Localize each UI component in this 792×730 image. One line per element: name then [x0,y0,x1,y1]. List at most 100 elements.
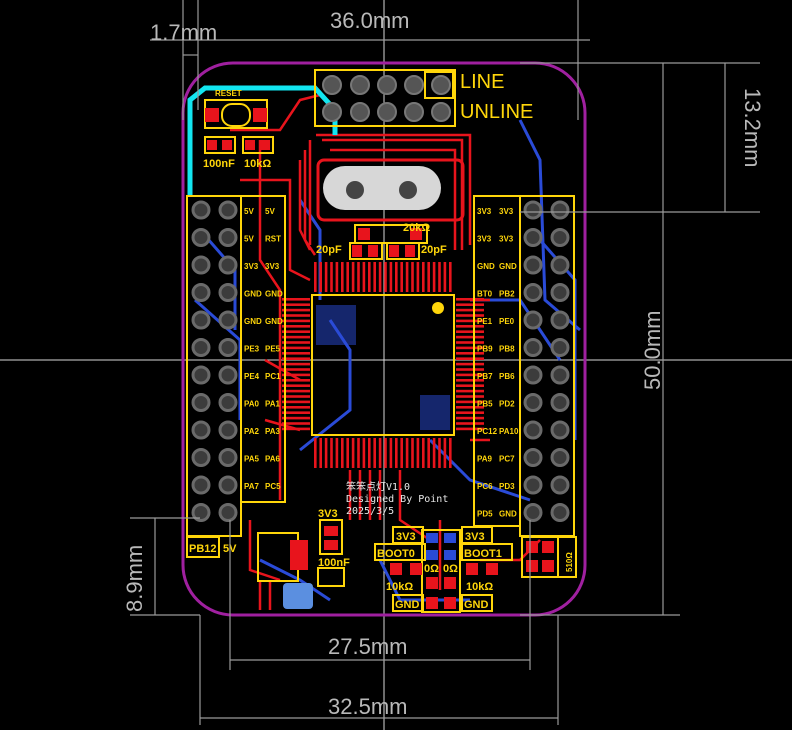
mcu-pin [282,427,310,431]
mcu-pin [351,262,355,292]
header-hole [523,338,543,357]
header-hole [191,228,211,247]
bottom-copper-pad [316,305,356,345]
mcu-pin [351,438,355,468]
header-hole [550,503,570,522]
reset-button [204,99,268,129]
header-pin-label: GND [499,262,517,271]
mcu-pin [282,400,310,404]
header-hole [550,310,570,330]
mcu-pin [416,262,420,292]
header-hole [218,338,238,357]
mcu-pin [389,438,393,468]
header-hole [550,200,570,220]
cap-100nf-label: 100nF [203,158,235,170]
header-hole [218,228,238,247]
right-header: 3V33V3GNDBT0PE1PB9PB7PB5PC12PA9PC6PD53V3… [473,195,575,537]
dim-width-bottom: 32.5mm [328,694,407,719]
header-pin-label: PA3 [265,427,281,436]
header-hole [191,310,211,330]
mcu-pin [456,314,484,317]
mcu-pin [319,438,322,468]
header-hole [523,310,543,330]
mcu-pin [456,400,484,404]
header-pin-label: PA6 [265,455,281,464]
mcu-pin [282,416,310,420]
mcu-pin [282,357,310,360]
header-hole [523,448,543,467]
mcu-pin [378,438,382,468]
header-pin-label: PB9 [477,345,493,354]
mcu-pin [395,438,398,468]
header-pin-label: PE3 [244,345,260,354]
mcu-pin [282,335,310,339]
header-hole [218,310,238,330]
cap-20pf-left-label: 20pF [316,244,342,256]
res-510-label: 510Ω [565,552,574,572]
header-hole [550,365,570,385]
mcu-pin [456,341,484,344]
mcu-pin [282,298,310,301]
mcu-pin [422,262,425,292]
mcu-pin [362,262,366,292]
cap-20pf-right-label: 20pF [421,244,447,256]
mcu-pin [330,438,333,468]
mcu-pin [368,438,371,468]
board-outline [181,61,587,617]
pb12-label: PB12 [189,543,217,555]
header-hole [523,200,543,220]
mcu-pin [456,298,484,301]
mcu-chip [282,262,484,468]
header-pin-label: PA0 [244,400,260,409]
header-pin-label: PA9 [477,455,493,464]
mcu-pin [405,438,409,468]
mcu-pin [456,389,484,393]
header-pin-label: PA1 [265,400,281,409]
header-pin-label: PC7 [499,455,515,464]
header-pin-label: GND [244,290,262,299]
designed-line2: Designed By Point [346,494,448,505]
crystal-load-caps [349,224,428,260]
header-hole [218,365,238,385]
gnd-b-label: GND [464,599,489,611]
header-pin-label: BT0 [477,290,493,299]
mcu-pin [346,438,349,468]
dim-width-inner: 27.5mm [328,634,407,659]
header-hole [191,338,211,357]
mcu-pin [368,262,371,292]
header-pin-label: 3V3 [477,235,492,244]
mcu-pin [282,411,310,414]
mcu-pin [357,438,360,468]
header-hole [191,503,211,522]
header-hole [191,475,211,495]
mcu-pin [341,262,344,292]
mcu-pin [456,330,484,333]
bottom-copper-pad [283,583,313,609]
header-hole [523,283,543,302]
header-hole [191,365,211,385]
dim-height-top-right: 13.2mm [740,88,765,167]
mcu-pin [282,308,310,312]
mcu-pin [456,422,484,425]
reset-passives [204,136,274,154]
line-label: LINE [460,71,504,93]
header-hole [523,475,543,495]
header-pin-label: PA7 [244,482,260,491]
dimension-lines [130,0,760,725]
mcu-pin [395,262,398,292]
cap-100nf-bottom-label: 100nF [318,557,350,569]
header-pin-label: PB6 [499,372,515,381]
mcu-pin [456,411,484,414]
mcu-pin [400,438,403,468]
mcu-pin [319,262,322,292]
mcu-pin [438,438,441,468]
header-pin-label: PC5 [265,482,281,491]
mcu-pin [330,262,333,292]
header-hole [191,393,211,412]
header-pin-label: 3V3 [244,262,259,271]
led [521,536,577,578]
mcu-pin [389,262,393,292]
boot-jumpers [374,526,513,613]
header-hole [218,393,238,412]
header-pin-label: PA2 [244,427,260,436]
